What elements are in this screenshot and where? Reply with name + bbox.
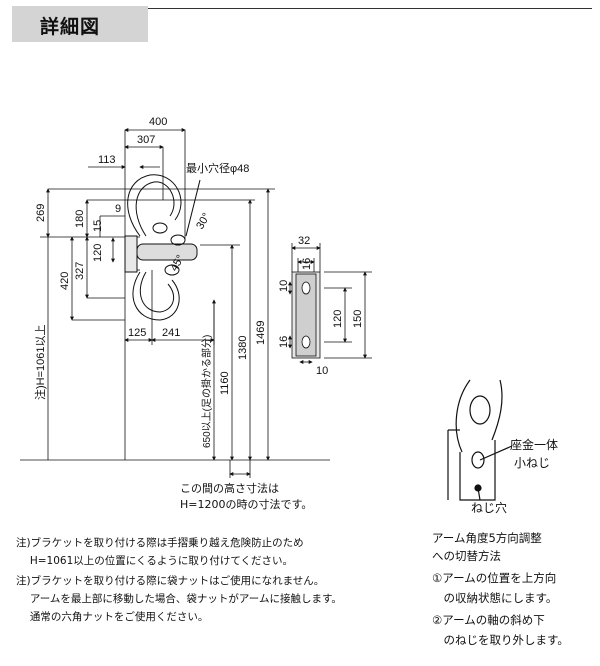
plate-front-view	[288, 243, 372, 364]
dim-10b: 10	[316, 365, 328, 377]
dim-16: 16	[301, 258, 313, 270]
screw-hole-label: ねじ穴	[471, 500, 507, 515]
dim-241: 241	[162, 327, 180, 339]
dim-307: 307	[137, 134, 155, 146]
dim-1380: 1380	[237, 336, 249, 360]
dim-125: 125	[128, 327, 146, 339]
dim-h1061: 注)H=1061以上	[33, 324, 47, 400]
dim-150: 150	[352, 310, 364, 328]
screw-detail-drawing	[447, 379, 513, 501]
dim-1469: 1469	[255, 321, 267, 345]
note-line-4: アームを最上部に移動した場合、袋ナットがアームに接触します。	[16, 593, 342, 605]
dim-32: 32	[298, 235, 310, 247]
procedure-step1-2: の収納状態にします。	[432, 591, 558, 605]
procedure-step1-1: ①アームの位置を上方向	[432, 571, 557, 585]
procedure-title-2: への切替方法	[432, 549, 501, 563]
page-title: 詳細図	[40, 16, 101, 38]
dim-650: 650以上(足の掛かる部分)	[200, 335, 213, 448]
dim-15: 15	[92, 220, 104, 232]
height-note-1: この間の高さ寸法は	[180, 481, 279, 495]
header-band	[12, 6, 148, 42]
dim-1160: 1160	[219, 371, 231, 395]
dim-120b: 120	[332, 310, 344, 328]
washer-label-1: 座金一体	[510, 437, 558, 452]
dim-269: 269	[35, 204, 47, 222]
dim-16b: 16	[278, 336, 290, 348]
procedure-step2-2: のねじを取り外します。	[432, 633, 569, 647]
note-line-1: 注)ブラケットを取り付ける際は手摺乗り越え危険防止のため	[16, 537, 304, 549]
procedure-title-1: アーム角度5方向調整	[432, 531, 542, 545]
dim-420: 420	[59, 272, 71, 290]
angle-30: 30°	[194, 211, 213, 231]
dim-400: 400	[149, 116, 167, 128]
note-line-5: 通常の六角ナットをご使用ください。	[16, 611, 209, 623]
washer-label-2: 小ねじ	[514, 456, 550, 470]
procedure-step2-1: ②アームの軸の斜め下	[432, 613, 545, 627]
bracket-arm-drawing	[124, 174, 201, 321]
dim-120a: 120	[92, 244, 104, 262]
dim-9: 9	[115, 203, 121, 215]
note-line-3: 注)ブラケットを取り付ける際に袋ナットはご使用になれません。	[16, 575, 325, 587]
header-rule	[148, 8, 592, 9]
dim-180: 180	[74, 210, 86, 228]
note-line-2: H=1061以上の位置にくるように取り付けてください。	[16, 555, 294, 567]
dim-113: 113	[98, 154, 116, 166]
dim-327: 327	[74, 262, 86, 280]
height-note-2: H=1200の時の寸法です。	[180, 497, 312, 511]
min-hole-label: 最小穴径φ48	[186, 161, 249, 175]
dim-10a: 10	[278, 280, 290, 292]
